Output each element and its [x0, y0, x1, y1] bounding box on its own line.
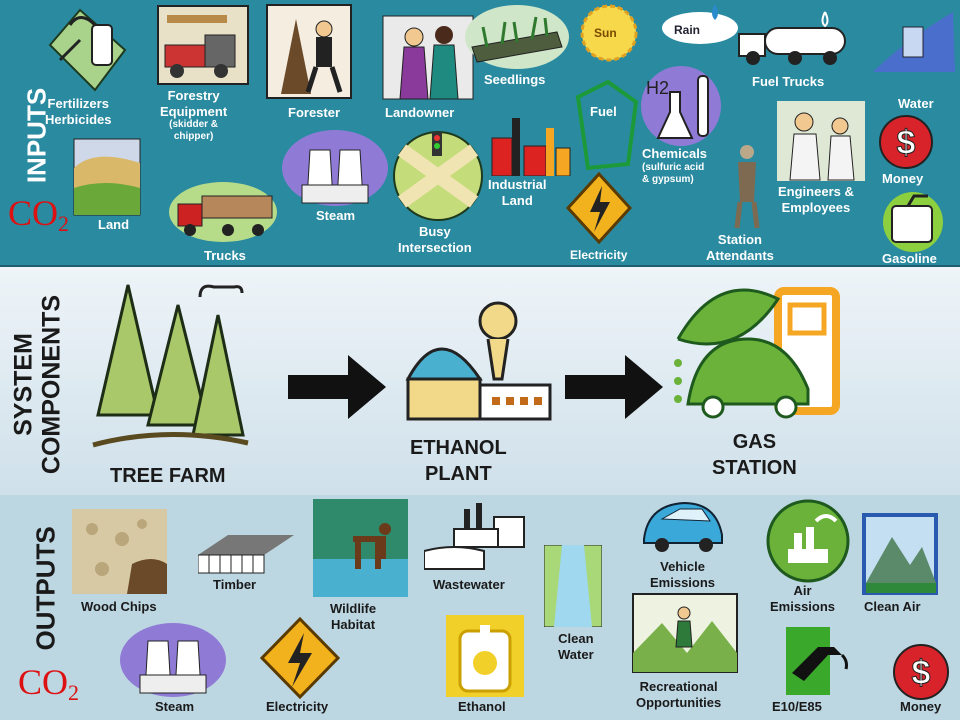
steam-output-label: Steam — [155, 699, 195, 714]
outputs-title: OUTPUTS — [30, 526, 61, 651]
wastewater-plant-icon — [424, 503, 525, 570]
fuel-can-icon — [575, 79, 638, 171]
engineers-icon — [777, 101, 865, 181]
land-label: Land — [98, 217, 130, 232]
electricity-icon — [566, 172, 632, 244]
money-output-label: Money — [900, 699, 942, 714]
station-attendant-icon — [734, 145, 760, 229]
engineers-label: Engineers &Employees — [778, 184, 854, 215]
wastewater-label: Wastewater — [433, 577, 505, 592]
ethanol-label: Ethanol — [458, 699, 506, 714]
industrial-land-icon — [491, 118, 571, 176]
water-faucet-icon — [873, 12, 955, 72]
air-emissions-icon — [766, 499, 850, 583]
land-icon — [73, 138, 141, 216]
money-icon: $ — [893, 644, 949, 700]
electricity-label: Electricity — [570, 248, 628, 262]
forester-icon — [266, 4, 352, 99]
tree-farm-icon — [92, 284, 249, 448]
sun-label: Sun — [594, 26, 617, 40]
tree-farm-label: TREE FARM — [110, 465, 226, 487]
fertilizer-sprayer-icon — [48, 8, 127, 92]
inputs-co2: CO2 — [8, 193, 70, 236]
steam-label: Steam — [316, 208, 356, 223]
svg-text:H2: H2 — [646, 78, 669, 98]
forester-label: Forester — [288, 105, 341, 120]
svg-text:$: $ — [897, 124, 916, 162]
trucks-label: Trucks — [204, 248, 246, 263]
fuel-trucks-label: Fuel Trucks — [752, 74, 825, 89]
fuel-nozzle-icon — [786, 627, 848, 695]
fuel-truck-icon — [738, 11, 846, 65]
wood-chips-icon — [72, 509, 167, 594]
recreation-hiker-icon — [632, 593, 738, 673]
electricity-icon — [260, 617, 340, 699]
timber-icon — [198, 535, 294, 574]
rain-cloud-icon — [662, 4, 738, 44]
steam-plant-icon — [282, 130, 388, 206]
seedlings-label: Seedlings — [484, 72, 546, 87]
outputs-co2: CO2 — [18, 662, 80, 705]
clean-air-label: Clean Air — [864, 599, 921, 614]
forestry-equipment-icon — [157, 5, 249, 85]
water-label: Water — [898, 96, 934, 111]
ethanol-plant-icon — [405, 301, 552, 421]
wildlife-habitat-icon — [313, 499, 408, 597]
gasoline-can-icon — [883, 192, 943, 252]
busy-intersection-icon — [393, 131, 483, 221]
svg-text:$: $ — [912, 654, 931, 692]
rain-label: Rain — [674, 23, 701, 37]
vehicle-emissions-icon — [643, 501, 723, 552]
ethanol-jug-icon — [446, 615, 524, 697]
electricity-output-label: Electricity — [266, 699, 329, 714]
e10-e85-label: E10/E85 — [772, 699, 822, 714]
chemicals-label: Chemicals(sulfuric acid& gypsum) — [642, 146, 708, 185]
seedlings-icon — [465, 5, 569, 69]
money-label: Money — [882, 171, 924, 186]
arrow-right-icon — [288, 355, 386, 419]
logging-truck-icon — [169, 182, 277, 242]
landowner-icon — [382, 15, 474, 100]
arrow-right-icon — [565, 355, 663, 419]
clean-air-icon — [862, 513, 938, 595]
gasoline-label: Gasoline — [882, 251, 937, 265]
wood-chips-label: Wood Chips — [81, 599, 157, 614]
timber-label: Timber — [213, 577, 257, 592]
money-icon: $ — [879, 115, 933, 169]
fuel-label: Fuel — [590, 104, 617, 119]
gas-station-car-icon — [674, 287, 840, 419]
clean-water-icon — [544, 545, 602, 627]
sun-icon — [580, 4, 638, 62]
steam-plant-icon — [120, 623, 226, 697]
chemicals-icon: H2 — [641, 66, 721, 146]
landowner-label: Landowner — [385, 105, 455, 120]
